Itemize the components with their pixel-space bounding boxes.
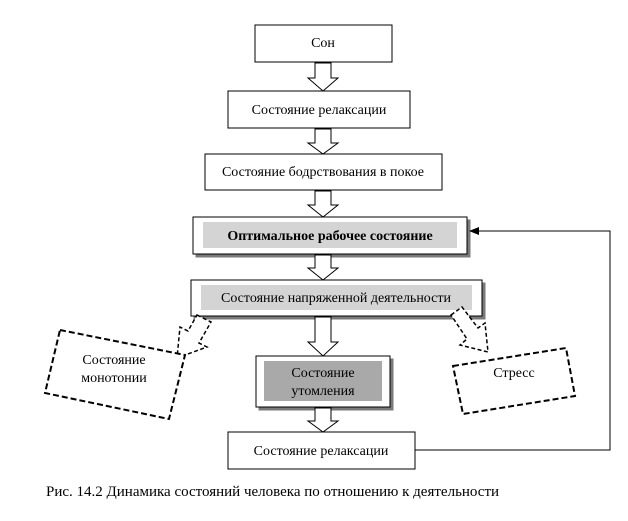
node-wakeful-rest-label: Состояние бодрствования в покое xyxy=(222,165,424,180)
node-optimal-label: Оптимальное рабочее состояние xyxy=(227,229,432,244)
node-fatigue-label-line2: утомления xyxy=(291,384,355,399)
node-monotony-label-line2: монотонии xyxy=(81,371,147,386)
figure-caption: Рис. 14.2 Динамика состояний человека по… xyxy=(46,484,500,500)
node-relaxation-bottom-label: Состояние релаксации xyxy=(254,444,389,459)
block-arrow-6 xyxy=(306,407,340,433)
node-relaxation-bottom: Состояние релаксации xyxy=(227,431,416,470)
dashed-arrow-stress xyxy=(449,305,489,353)
dashed-arrow-monotony xyxy=(176,314,213,360)
node-wakeful-rest: Состояние бодрствования в покое xyxy=(204,153,443,191)
node-stress: Стресс xyxy=(451,346,577,416)
feedback-connector xyxy=(415,227,611,451)
block-arrow-3 xyxy=(306,190,340,218)
node-sleep-label: Сон xyxy=(311,36,335,51)
block-arrow-1 xyxy=(306,62,340,92)
node-monotony: Состояние монотонии xyxy=(43,328,187,421)
node-relaxation-top: Состояние релаксации xyxy=(227,90,411,129)
block-arrow-5 xyxy=(306,316,340,357)
block-arrow-4 xyxy=(306,254,340,281)
node-fatigue: Состояние утомления xyxy=(255,355,391,408)
node-stress-label: Стресс xyxy=(493,366,534,381)
node-tense-activity: Состояние напряженной деятельности xyxy=(190,279,483,317)
block-arrow-2 xyxy=(306,128,340,155)
node-sleep: Сон xyxy=(254,24,393,63)
node-tense-activity-label: Состояние напряженной деятельности xyxy=(221,291,451,306)
node-monotony-label-line1: Состояние xyxy=(82,353,145,368)
node-optimal: Оптимальное рабочее состояние xyxy=(192,216,468,255)
node-relaxation-top-label: Состояние релаксации xyxy=(252,103,387,118)
node-fatigue-label-line1: Состояние xyxy=(291,366,354,381)
